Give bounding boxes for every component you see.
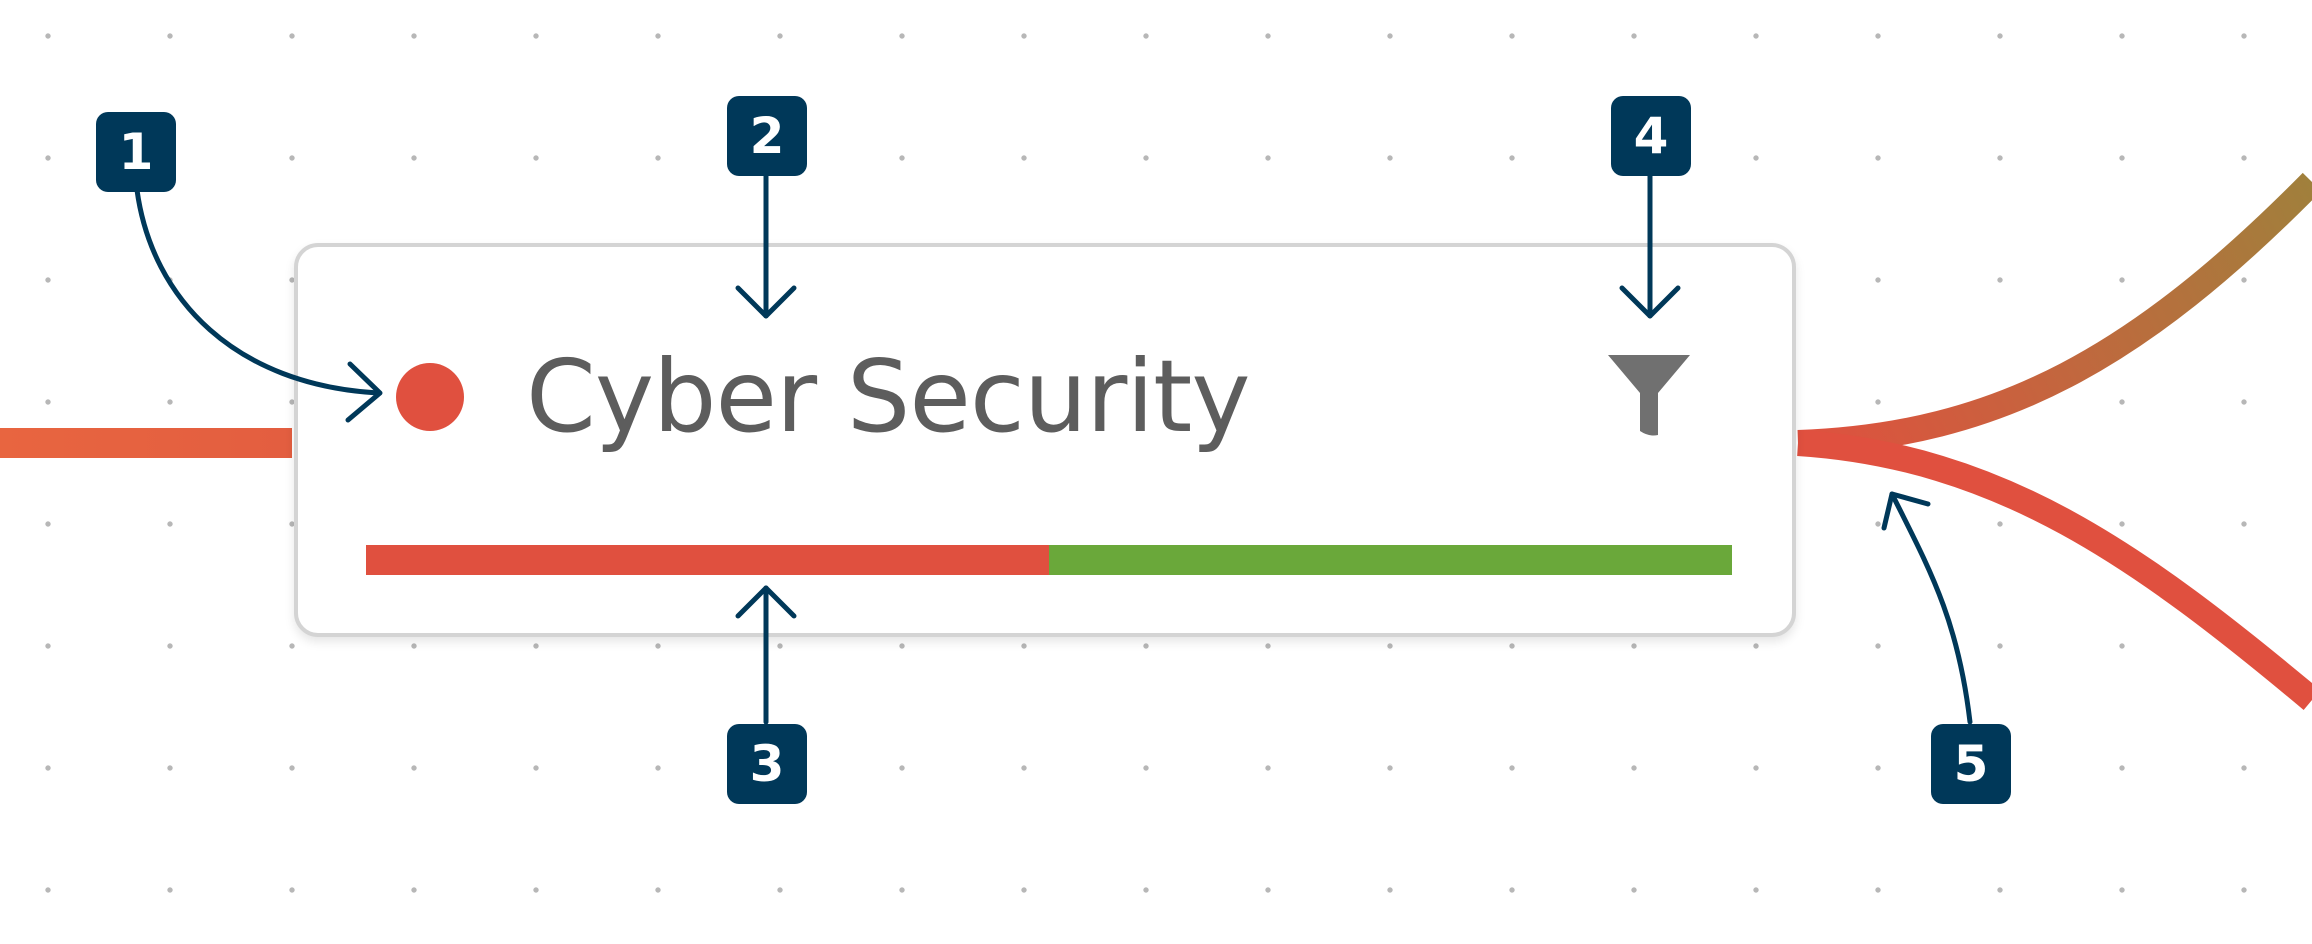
callout-1-arrowhead xyxy=(345,361,383,423)
callout-badge-1: 1 xyxy=(96,112,176,192)
progress-bar-red-segment xyxy=(366,545,1049,575)
callout-2-arrowhead xyxy=(735,285,797,319)
callout-badge-3: 3 xyxy=(727,724,807,804)
status-dot-icon xyxy=(396,363,464,431)
callout-badge-5: 5 xyxy=(1931,724,2011,804)
topic-node-card[interactable]: Cyber Security xyxy=(294,243,1796,637)
callout-1-arrow xyxy=(134,187,381,396)
callout-5-arrow xyxy=(1889,491,1973,725)
progress-bar-green-segment xyxy=(1049,545,1732,575)
callout-4-arrowhead xyxy=(1619,285,1681,319)
lower-branch-connector xyxy=(1797,430,2312,710)
funnel-icon xyxy=(1608,355,1690,436)
progress-bar xyxy=(366,545,1732,575)
filter-button[interactable] xyxy=(1606,351,1692,437)
callout-badge-2: 2 xyxy=(727,96,807,176)
callout-3-arrowhead xyxy=(735,585,797,619)
upper-branch-connector xyxy=(1797,172,2312,456)
callout-badge-4: 4 xyxy=(1611,96,1691,176)
node-title: Cyber Security xyxy=(526,338,1251,455)
callout-5-arrowhead xyxy=(1881,491,1931,531)
